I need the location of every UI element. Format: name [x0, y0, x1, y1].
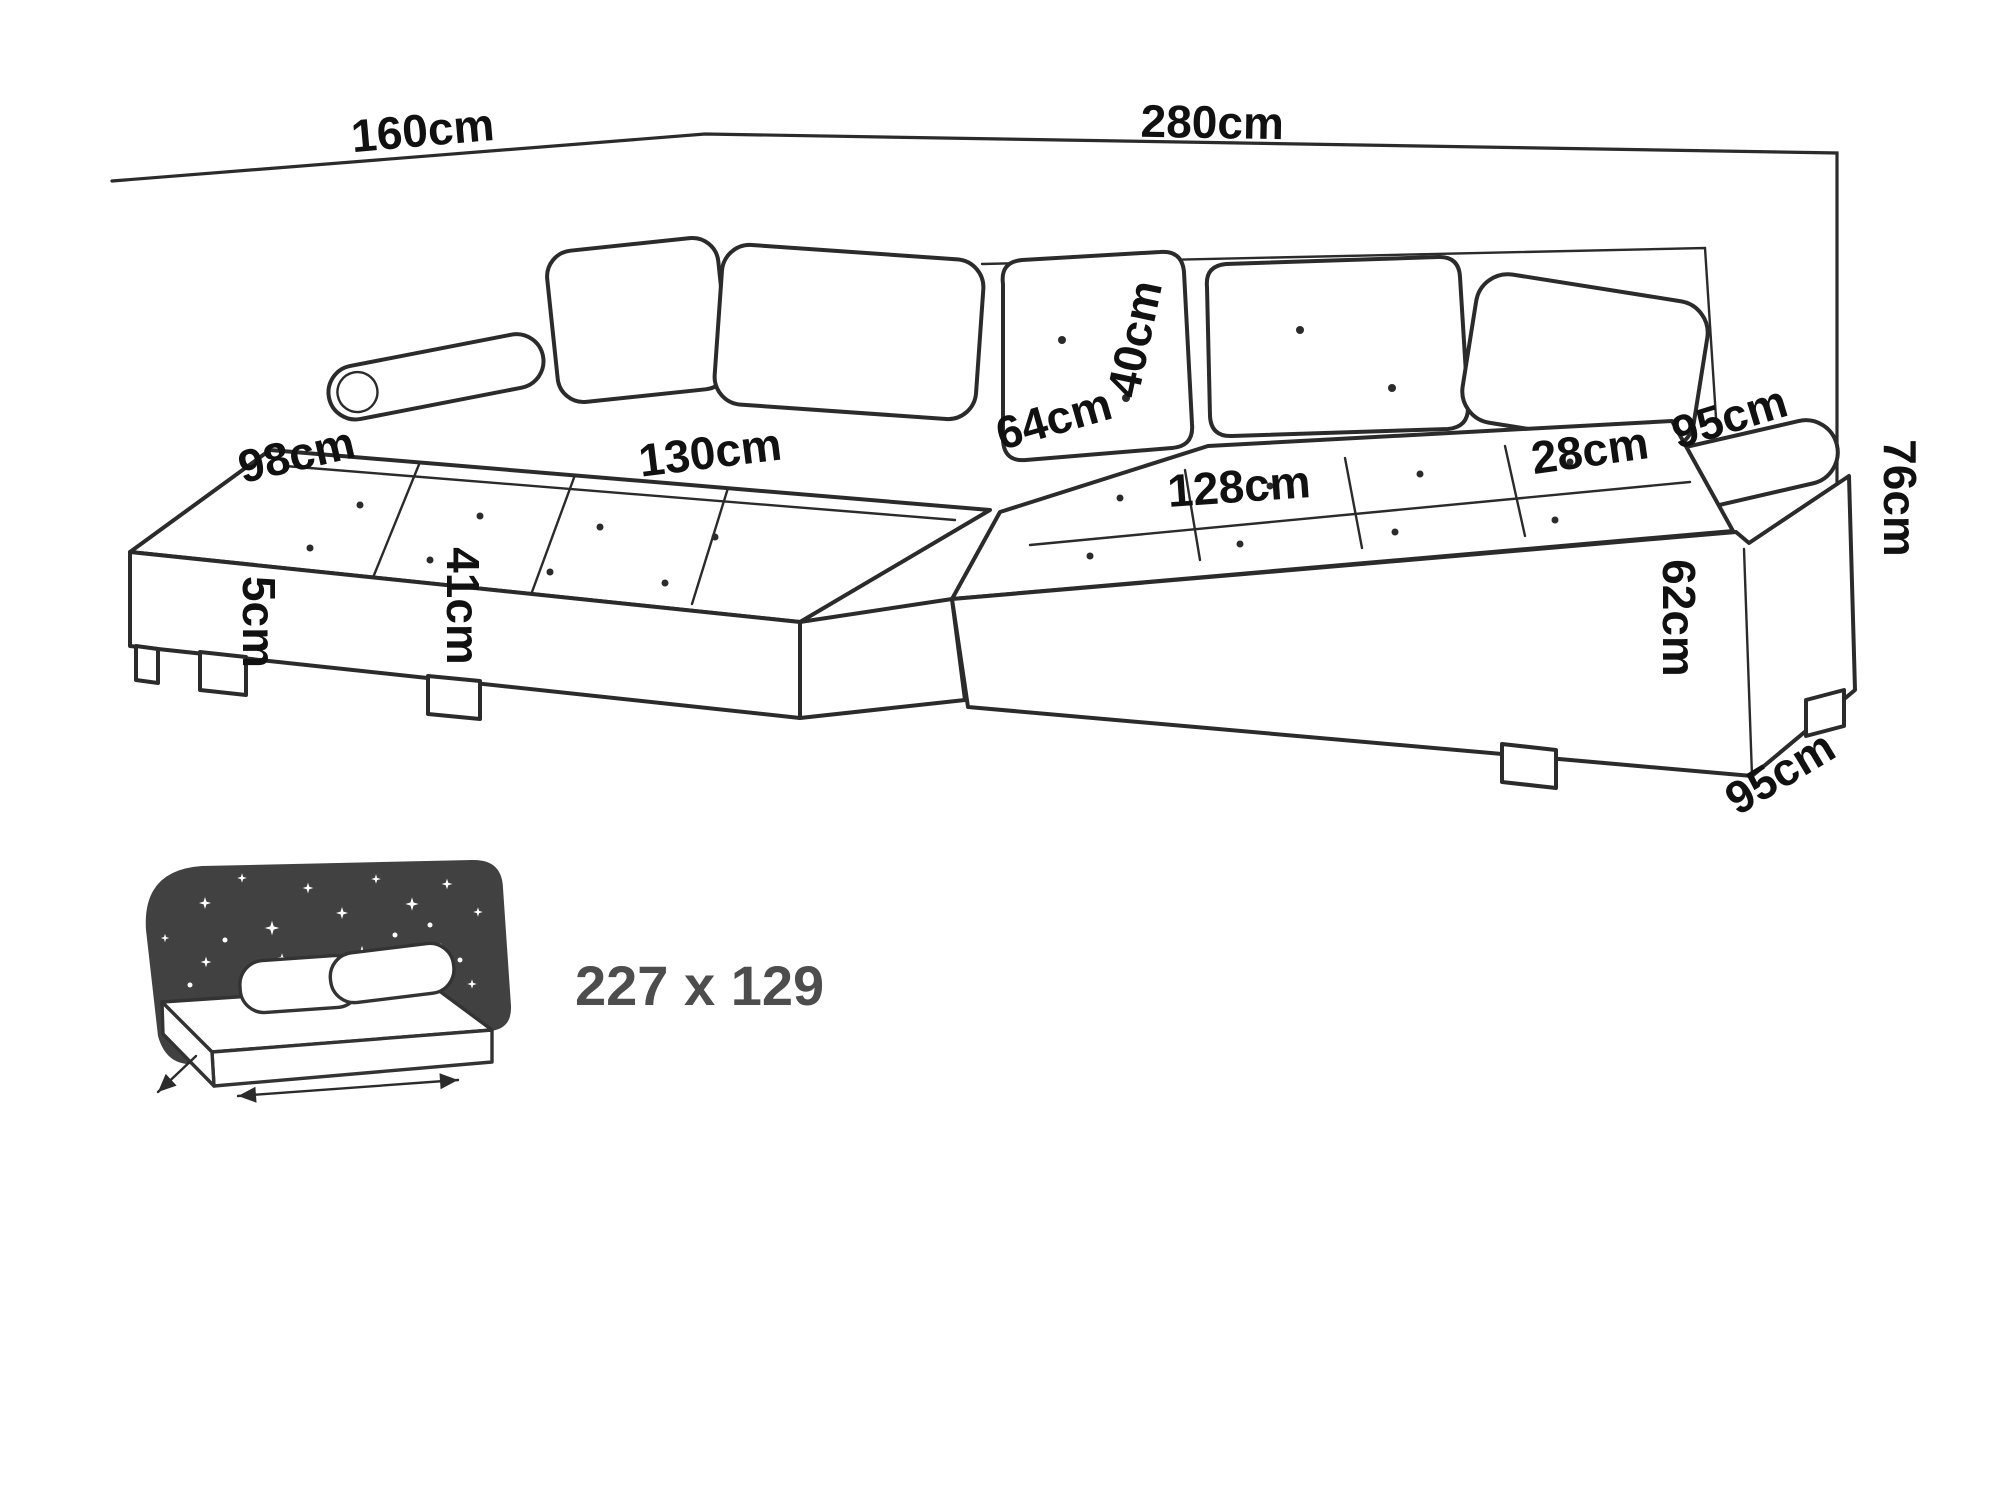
chaise-armrest: [326, 332, 546, 422]
pillow: [328, 941, 456, 1005]
main-seat: [950, 419, 1735, 601]
corner-step-panel: [798, 597, 967, 720]
unfold-arrows: [156, 1054, 460, 1103]
front-corner-seam: [1742, 547, 1754, 778]
sleeping-area-size: 227 x 129: [575, 954, 824, 1017]
sofa-drawing: 40cm 64cm 130cm 98cm 28cm 95cm 128cm 62c…: [128, 236, 1857, 825]
wall-outline: [110, 132, 1839, 691]
room-dimension-lines: 160cm 280cm 76cm: [110, 95, 1926, 691]
dim-wall-left-width: 160cm: [349, 98, 496, 162]
sofa-legs: [134, 644, 1846, 790]
main-seat-tufting: [1028, 444, 1692, 562]
main-front-panel: [950, 474, 1857, 778]
dim-chaise-length: 130cm: [636, 418, 785, 487]
sleeping-function: 227 x 129: [145, 859, 824, 1103]
backrest-top-edge: [980, 246, 1718, 420]
back-cushion-right: [1204, 254, 1471, 439]
chaise-pillow-left: [545, 236, 731, 404]
corner-back-cushion: [1000, 249, 1195, 463]
mattress: [160, 941, 494, 1088]
chaise-seat-tufting: [283, 460, 957, 606]
chaise-pillow-right: [712, 242, 986, 422]
dim-arm-front-height: 62cm: [1653, 559, 1705, 677]
dim-chaise-front-height: 41cm: [437, 547, 489, 665]
dim-seat-width: 128cm: [1166, 455, 1313, 517]
dim-leg-height: 5cm: [233, 576, 285, 668]
sofa-bed-icon: [145, 859, 512, 1103]
dim-wall-height: 76cm: [1874, 439, 1926, 557]
dim-wall-back-width: 280cm: [1140, 95, 1284, 149]
stars: [160, 873, 483, 1023]
